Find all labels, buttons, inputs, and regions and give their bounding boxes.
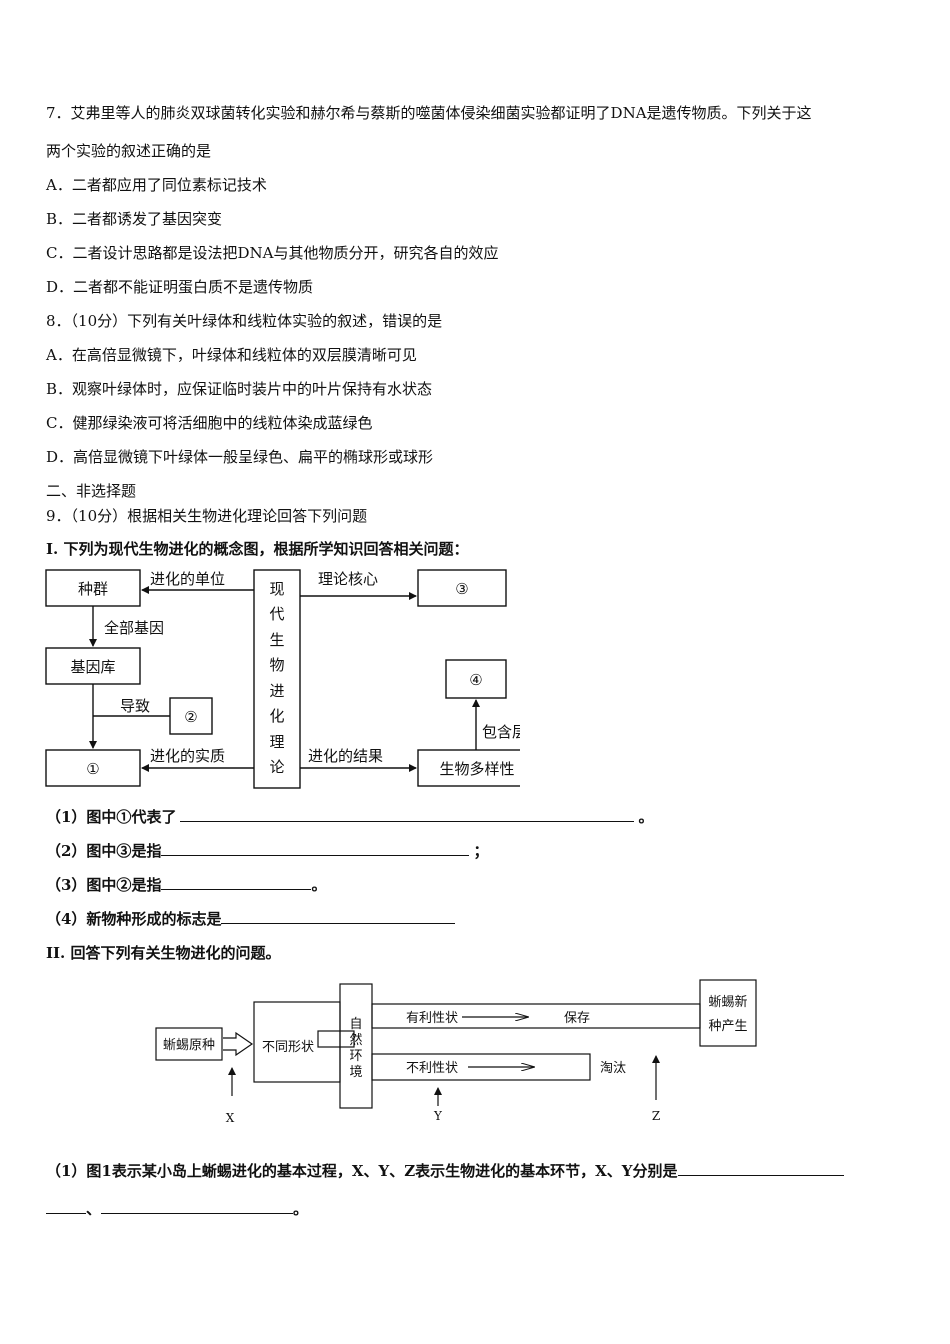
- q9-sub2-text: （2）图中③是指: [46, 842, 162, 860]
- q9-sub3: （3）图中②是指 。: [46, 874, 326, 895]
- label-x: X: [226, 1111, 235, 1125]
- q8-stem: 8．（10分）下列有关叶绿体和线粒体实验的叙述，错误的是: [46, 312, 443, 330]
- q9-sub3-text: （3）图中②是指: [46, 876, 162, 894]
- label-preserve: 保存: [564, 1011, 590, 1026]
- q9-sub1: （1）图中①代表了 。: [46, 806, 653, 827]
- q8-option-a: A．在高倍显微镜下，叶绿体和线粒体的双层膜清晰可见: [46, 346, 417, 364]
- label-all-genes: 全部基因: [104, 619, 164, 637]
- q9-part2-q1-line2: 、。: [46, 1198, 308, 1219]
- env-char-2: 然: [349, 1032, 362, 1048]
- label-evolution-unit: 进化的单位: [150, 570, 225, 588]
- box-1-label: ①: [86, 760, 99, 778]
- label-unfavorable-traits: 不利性状: [406, 1061, 458, 1076]
- box-gene-pool-label: 基因库: [70, 658, 115, 676]
- box-4-label: ④: [469, 671, 482, 689]
- q7-option-a: A．二者都应用了同位素标记技术: [46, 176, 267, 194]
- env-char-1: 自: [349, 1017, 362, 1032]
- box-1: [45, 749, 141, 787]
- answer-blank-x[interactable]: [677, 1161, 844, 1176]
- label-cause: 导致: [120, 697, 150, 715]
- q9-part2-heading: II. 回答下列有关生物进化的问题。: [46, 944, 281, 962]
- box-biodiversity-label: 生物多样性: [439, 760, 514, 778]
- label-different-traits: 不同形状: [262, 1040, 314, 1055]
- center-char-4: 物: [269, 656, 284, 674]
- q7-stem-line1: 7．艾弗里等人的肺炎双球菌转化实验和赫尔希与蔡斯的噬菌体侵染细菌实验都证明了DN…: [46, 104, 812, 122]
- center-char-3: 生: [269, 631, 284, 649]
- q9-sub3-end: 。: [311, 876, 327, 894]
- box-new-species: [699, 979, 757, 1047]
- channel-unfavorable: [371, 1053, 591, 1081]
- box-traits-inner: [317, 1030, 355, 1048]
- q9-sub2: （2）图中③是指 ；: [46, 840, 488, 861]
- q9-sub4: （4）新物种形成的标志是: [46, 908, 456, 929]
- q7-stem-line2: 两个实验的叙述正确的是: [46, 142, 212, 160]
- q9-sub2-end: ；: [473, 842, 489, 860]
- q7-option-c: C．二者设计思路都是设法把DNA与其他物质分开，研究各自的效应: [46, 244, 499, 262]
- label-new-species-1: 蜥蜴新: [708, 994, 747, 1010]
- q9-sub1-text: （1）图中①代表了: [46, 808, 177, 826]
- answer-blank-x-cont[interactable]: [46, 1199, 86, 1214]
- label-included-levels: 包含层次: [482, 723, 520, 741]
- label-z: Z: [652, 1109, 660, 1123]
- label-y: Y: [433, 1109, 443, 1123]
- q9-part2-q1-text: （1）图1表示某小岛上蜥蜴进化的基本过程，X、Y、Z表示生物进化的基本环节，X、…: [46, 1162, 678, 1180]
- label-eliminate: 淘汰: [600, 1061, 626, 1076]
- label-favorable-traits: 有利性状: [406, 1011, 458, 1026]
- q9-sub1-end: 。: [638, 808, 654, 826]
- box-biodiversity: [417, 749, 520, 787]
- center-char-8: 论: [269, 758, 284, 776]
- center-char-7: 理: [269, 733, 284, 751]
- label-theory-core: 理论核心: [318, 570, 378, 588]
- box-4: [445, 659, 507, 699]
- center-char-5: 进: [269, 682, 284, 700]
- box-2-label: ②: [184, 708, 197, 726]
- center-char-6: 化: [269, 707, 284, 725]
- section-heading: 二、非选择题: [46, 482, 137, 500]
- box-3-label: ③: [455, 580, 468, 598]
- answer-blank-4[interactable]: [221, 909, 456, 924]
- q9-stem: 9．（10分）根据相关生物进化理论回答下列问题: [46, 507, 368, 525]
- answer-blank-3[interactable]: [161, 875, 312, 890]
- center-char-2: 代: [269, 605, 284, 623]
- label-evolution-result: 进化的结果: [308, 747, 383, 765]
- q8-option-c: C．健那绿染液可将活细胞中的线粒体染成蓝绿色: [46, 414, 373, 432]
- env-char-4: 境: [349, 1065, 362, 1080]
- box-original-species: [155, 1027, 223, 1061]
- q9-part2-q1-end: 。: [293, 1200, 309, 1218]
- q9-part2-q1-line1: （1）图1表示某小岛上蜥蜴进化的基本过程，X、Y、Z表示生物进化的基本环节，X、…: [46, 1160, 844, 1181]
- env-char-3: 环: [349, 1049, 362, 1064]
- q9-sub4-text: （4）新物种形成的标志是: [46, 910, 222, 928]
- q8-option-d: D．高倍显微镜下叶绿体一般呈绿色、扁平的椭球形或球形: [46, 448, 434, 466]
- label-evolution-essence: 进化的实质: [150, 747, 225, 765]
- box-natural-environment: [339, 983, 373, 1109]
- box-center-theory: [253, 569, 301, 789]
- answer-blank-2[interactable]: [161, 841, 470, 856]
- answer-blank-1[interactable]: [180, 807, 635, 822]
- label-original-species: 蜥蜴原种: [163, 1038, 215, 1053]
- q9-part1-heading: I. 下列为现代生物进化的概念图，根据所学知识回答相关问题：: [46, 540, 469, 558]
- hollow-arrow: [223, 1031, 254, 1057]
- q7-option-b: B．二者都诱发了基因突变: [46, 210, 223, 228]
- center-char-1: 现: [269, 580, 284, 598]
- label-new-species-2: 种产生: [708, 1019, 747, 1034]
- box-population-label: 种群: [78, 580, 108, 598]
- answer-blank-y[interactable]: [101, 1199, 294, 1214]
- box-3: [417, 569, 507, 607]
- q8-option-b: B．观察叶绿体时，应保证临时装片中的叶片保持有水状态: [46, 380, 433, 398]
- lizard-evolution-diagram: 蜥蜴原种 不同形状 自 然 环 境 有利性状 保存 不利性状 淘汰 蜥蜴新 种产…: [155, 979, 757, 1125]
- q7-option-d: D．二者都不能证明蛋白质不是遗传物质: [46, 278, 314, 296]
- q9-part2-q1-sep: 、: [86, 1200, 102, 1218]
- evolution-concept-map: 种群 基因库 ① ② ③ ④ 生物多样性 现 代 生 物 进 化 理 论 进化的…: [45, 569, 520, 789]
